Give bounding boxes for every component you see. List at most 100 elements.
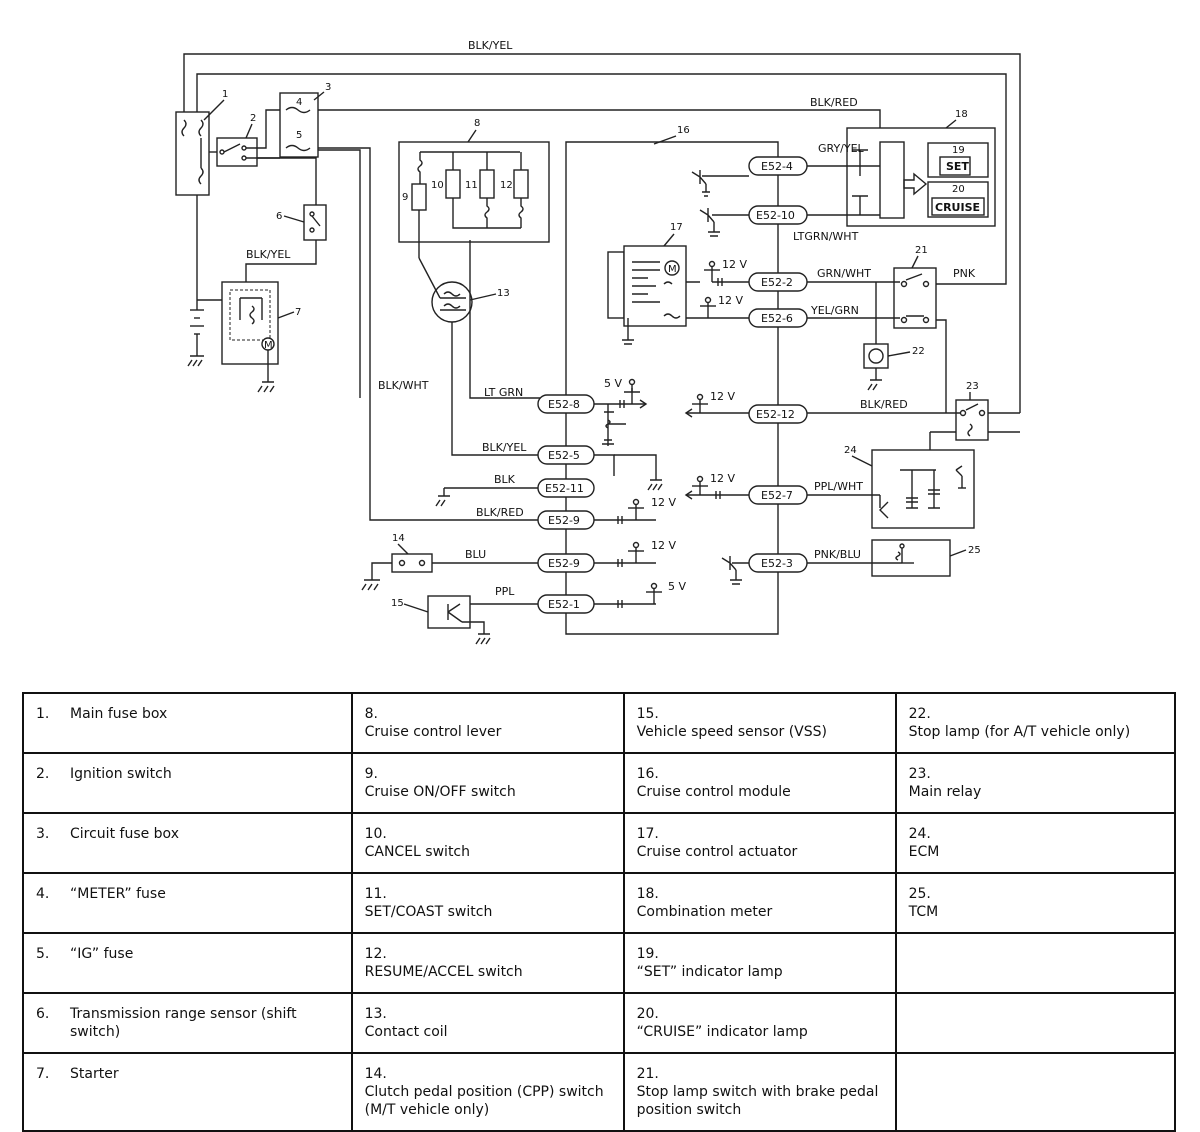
legend-item-number: 22.: [908, 706, 931, 722]
ignition-switch: [216, 109, 280, 167]
legend-item-text: “METER” fuse: [70, 886, 166, 902]
set-indicator-lamp: SET: [946, 160, 969, 173]
combination-meter: SET CRUISE: [807, 127, 996, 227]
pin-e52-5: E52-5: [548, 449, 580, 462]
callout-7: 7: [295, 307, 301, 318]
callout-9: 9: [402, 192, 408, 203]
pin-e52-12: E52-12: [756, 408, 795, 421]
voltage-e52-9-b: 12 V: [651, 539, 676, 552]
legend-row: 6.Transmission range sensor (shift switc…: [22, 992, 1177, 1054]
actuator-motor-symbol: M: [668, 264, 677, 275]
legend-item-number: 18.: [636, 886, 659, 902]
wire-label-blk-red-top: BLK/RED: [810, 96, 858, 109]
legend-item-text: RESUME/ACCEL switch: [364, 964, 523, 980]
cpp-switch: [361, 553, 538, 591]
wire-label-blk-red-mid: BLK/RED: [476, 506, 524, 519]
legend-cell: 24.ECM: [894, 812, 1177, 874]
wire-label-gry-yel: GRY/YEL: [818, 142, 865, 155]
legend-item-text: Contact coil: [364, 1024, 448, 1040]
legend-item-text: Clutch pedal position (CPP) switch (M/T …: [364, 1084, 604, 1118]
callouts: 1 2 3 4 5 6 7 8 9 10 11 12 13 14 15 16 1…: [203, 82, 981, 613]
starter: M: [221, 281, 279, 393]
legend-item-text: “CRUISE” indicator lamp: [636, 1024, 808, 1040]
legend-cell: 23. Main relay: [894, 752, 1177, 814]
pin-e52-11: E52-11: [545, 482, 584, 495]
starter-motor-symbol: M: [264, 340, 273, 351]
wire-label-ltgrn-wht: LTGRN/WHT: [793, 230, 859, 243]
top-wires: [183, 53, 1021, 413]
legend-item-number: 17.: [636, 826, 659, 842]
legend-item-text: TCM: [908, 904, 939, 920]
legend-item-number: 21.: [636, 1066, 659, 1082]
legend-item-text: Stop lamp switch with brake pedal positi…: [636, 1084, 879, 1118]
legend-cell: 20. “CRUISE” indicator lamp: [622, 992, 897, 1054]
cruise-control-lever: [398, 141, 550, 258]
legend-item-text: “IG” fuse: [70, 946, 134, 962]
legend-item-text: ECM: [908, 844, 940, 860]
legend-item-number: 25.: [908, 886, 931, 902]
contact-coil: [418, 240, 540, 456]
legend-cell: 25. TCM: [894, 872, 1177, 934]
stop-lamp: [863, 343, 889, 391]
pin-e52-9-b: E52-9: [548, 557, 580, 570]
legend-cell: 2.Ignition switch: [22, 752, 353, 814]
callout-20: 20: [952, 184, 965, 195]
legend-cell: 13. Contact coil: [350, 992, 625, 1054]
legend-item-text: Combination meter: [636, 904, 773, 920]
legend-cell: 14. Clutch pedal position (CPP) switch (M…: [350, 1052, 625, 1132]
callout-5: 5: [296, 130, 302, 141]
legend-cell: 22.Stop lamp (for A/T vehicle only): [894, 692, 1177, 754]
legend-item-text: Starter: [70, 1066, 119, 1082]
legend-item-number: 15.: [636, 706, 659, 722]
cruise-control-actuator: M: [607, 245, 700, 345]
callout-16: 16: [677, 125, 690, 136]
voltage-e52-1: 5 V: [668, 580, 686, 593]
callout-17: 17: [670, 222, 683, 233]
pin-e52-2: E52-2: [761, 276, 793, 289]
callout-1: 1: [222, 89, 228, 100]
legend-row: 7. Starter 14. Clutch pedal position (CPP) …: [22, 1052, 1177, 1132]
wire-label-lt-grn: LT GRN: [484, 386, 523, 399]
circuit-fuse-box: [279, 92, 540, 521]
legend-item-number: 14.: [364, 1066, 387, 1082]
legend-row: 3. Circuit fuse box 10.CANCEL switch 17. Cru…: [22, 812, 1177, 874]
legend-item-number: 13.: [364, 1006, 387, 1022]
legend-cell: 16.Cruise control module: [622, 752, 897, 814]
legend-item-number: 16.: [636, 766, 659, 782]
legend-cell: 10.CANCEL switch: [350, 812, 625, 874]
wire-label-pnk: PNK: [953, 267, 976, 280]
legend-item-number: 23.: [908, 766, 931, 782]
pin-e52-3: E52-3: [761, 557, 793, 570]
callout-11: 11: [465, 180, 478, 191]
legend-item-text: SET/COAST switch: [364, 904, 493, 920]
legend-item-number: 7.: [36, 1066, 50, 1082]
legend-item-number: 8.: [364, 706, 378, 722]
legend-item-text: Circuit fuse box: [70, 826, 179, 842]
legend-cell: 9.Cruise ON/OFF switch: [350, 752, 625, 814]
transmission-range-sensor: [303, 204, 327, 241]
wire-label-blk-red-right: BLK/RED: [860, 398, 908, 411]
ecm: [807, 449, 975, 529]
callout-23: 23: [966, 381, 979, 392]
legend-item-text: Cruise control lever: [364, 724, 502, 740]
legend-item-text: Vehicle speed sensor (VSS): [636, 724, 827, 740]
wire-label-blk-wht: BLK/WHT: [378, 379, 429, 392]
main-relay: [807, 399, 1020, 471]
callout-24: 24: [844, 445, 857, 456]
voltage-e52-8: 5 V: [604, 377, 622, 390]
legend-item-text: Cruise control actuator: [636, 844, 798, 860]
legend-cell: 4.“METER” fuse: [22, 872, 353, 934]
wire-label-blk-yel-left: BLK/YEL: [246, 248, 291, 261]
wire-label-ppl: PPL: [495, 585, 515, 598]
pin-e52-9-a: E52-9: [548, 514, 580, 527]
legend-cell: 19.“SET” indicator lamp: [622, 932, 897, 994]
legend-item-text: Main relay: [908, 784, 982, 800]
legend-item-number: 20.: [636, 1006, 659, 1022]
wire-labels: BLK/YEL BLK/RED GRY/YEL LTGRN/WHT GRN/WH…: [246, 39, 976, 598]
callout-25: 25: [968, 545, 981, 556]
pin-e52-1: E52-1: [548, 598, 580, 611]
legend-item-number: 3.: [36, 826, 50, 842]
callout-10: 10: [431, 180, 444, 191]
